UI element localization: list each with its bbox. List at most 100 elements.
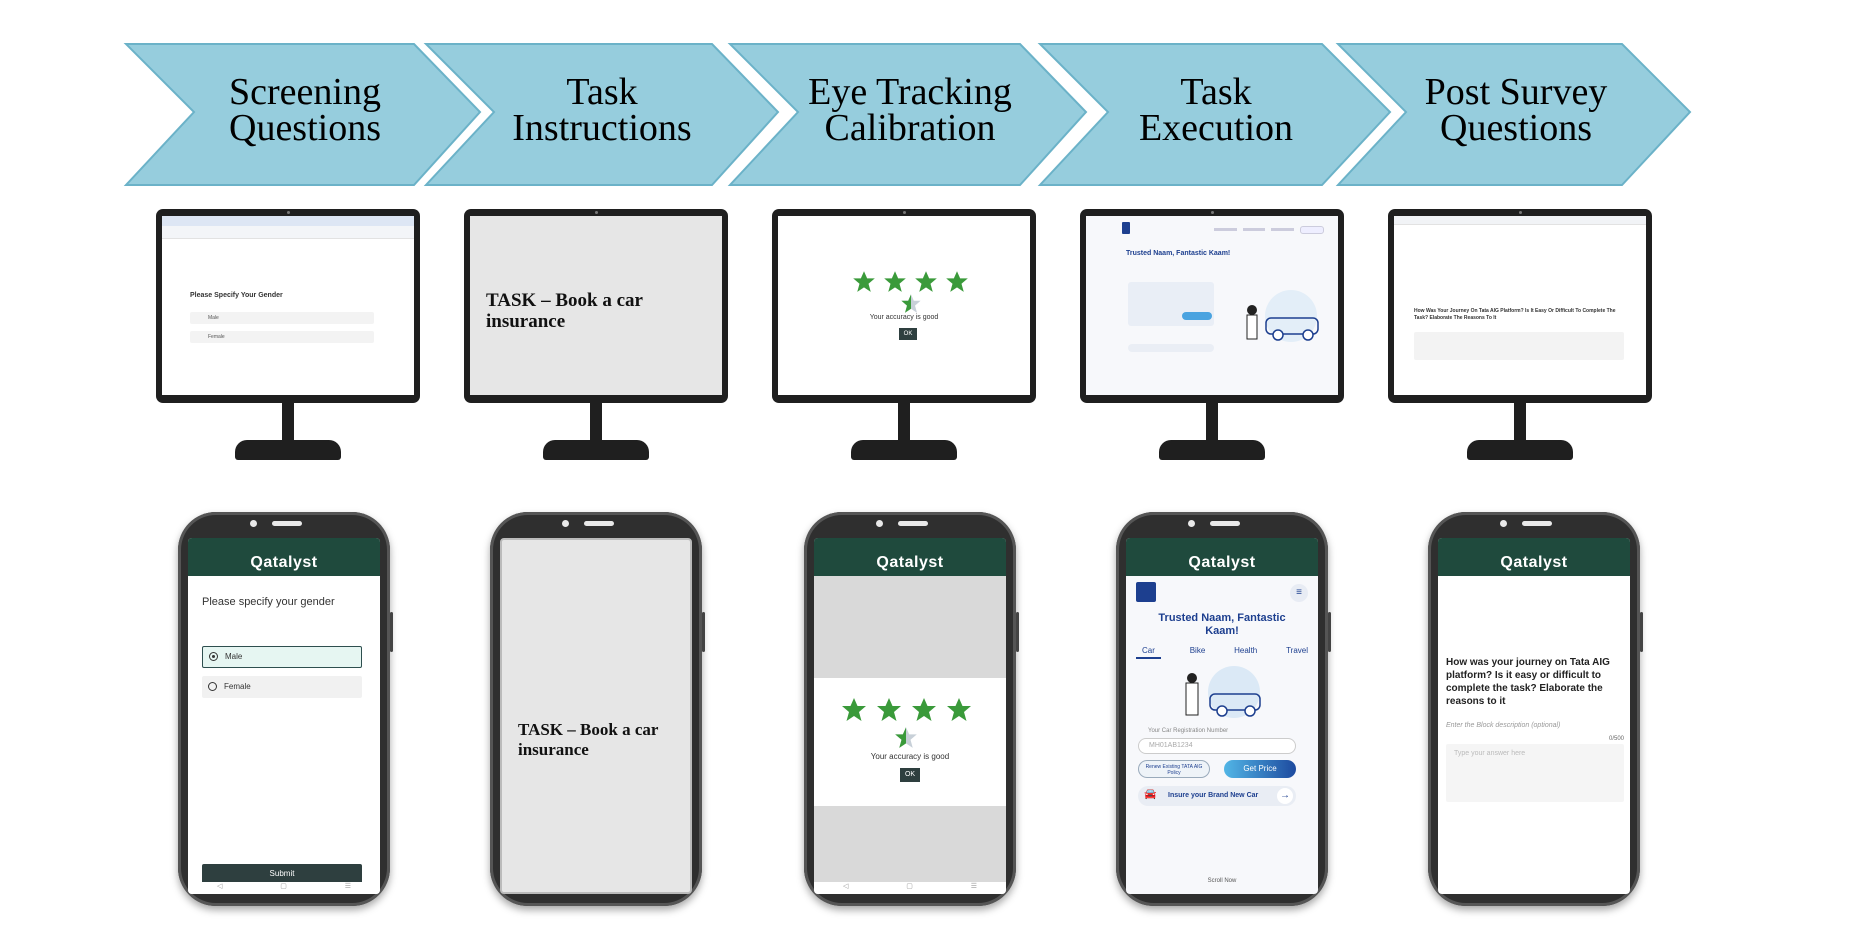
radio-empty-icon <box>208 682 217 691</box>
desktop-brand-new-bar[interactable] <box>1128 344 1214 352</box>
speaker-slot <box>1210 521 1240 526</box>
desktop-get-price[interactable] <box>1182 312 1212 320</box>
answer-textarea[interactable]: Type your answer here <box>1446 744 1624 802</box>
monitor-neck <box>1514 403 1526 441</box>
star-icon <box>853 271 875 292</box>
ok-button[interactable]: OK <box>899 328 917 340</box>
browser-addressbar <box>1394 216 1646 225</box>
scroll-hint: Scroll Now <box>1207 878 1237 884</box>
camera-dot <box>250 520 257 527</box>
rating-stars <box>842 698 971 748</box>
radio-selected-icon <box>209 652 218 661</box>
desktop-option-male[interactable]: Male <box>190 312 374 324</box>
star-icon <box>946 271 968 292</box>
hamburger-menu-icon[interactable]: ≡ <box>1290 584 1308 602</box>
mobile-question: Please specify your gender <box>202 596 335 608</box>
desktop-question: Please Specify Your Gender <box>190 292 283 299</box>
menu-icon[interactable]: ☰ <box>344 883 352 890</box>
qatalyst-logo: Qatalyst <box>1188 554 1256 571</box>
monitor-screen: Trusted Naam, Fantastic Kaam! <box>1086 216 1338 395</box>
car-outline-icon: 🚘 <box>1144 789 1157 800</box>
tab-travel[interactable]: Travel <box>1286 646 1308 655</box>
desktop-option-female[interactable]: Female <box>190 331 374 343</box>
monitor-execution: Trusted Naam, Fantastic Kaam! <box>1080 209 1344 403</box>
phone-screen: Qatalyst How was your journey on Tata AI… <box>1438 538 1630 894</box>
site-logo <box>1122 222 1130 234</box>
phone-instructions: TASK – Book a car insurance <box>490 512 705 906</box>
reg-input[interactable]: MH01AB1234 <box>1138 738 1296 754</box>
reg-value: MH01AB1234 <box>1149 742 1193 749</box>
monitor-neck <box>898 403 910 441</box>
accuracy-message: Your accuracy is good <box>869 314 939 321</box>
star-icon <box>884 271 906 292</box>
phone-screen: Qatalyst Please specify your gender Male… <box>188 538 380 894</box>
renew-button[interactable]: Renew Existing TATA AIG Policy <box>1138 760 1210 778</box>
monitor-screen: TASK – Book a car insurance <box>470 216 722 395</box>
desktop-survey-question: How Was Your Journey On Tata AIG Platfor… <box>1414 308 1616 321</box>
monitor-screen: Please Specify Your Gender Male Female <box>162 216 414 395</box>
car-illustration-icon <box>1185 666 1261 718</box>
monitor-foot <box>543 440 649 460</box>
camera-dot <box>1500 520 1507 527</box>
desktop-headline: Trusted Naam, Fantastic Kaam! <box>1126 250 1231 257</box>
mobile-option-male[interactable]: Male <box>202 646 362 668</box>
webcam-dot <box>595 211 598 214</box>
android-nav-bar: ◁ ▢ ☰ <box>814 882 1006 894</box>
camera-dot <box>876 520 883 527</box>
brand-new-bar[interactable]: 🚘 Insure your Brand New Car → <box>1138 786 1296 806</box>
app-header: Qatalyst <box>1126 538 1318 576</box>
speaker-slot <box>272 521 302 526</box>
side-button <box>1328 612 1331 652</box>
tab-health[interactable]: Health <box>1234 646 1258 655</box>
tab-bike[interactable]: Bike <box>1189 646 1206 655</box>
star-icon <box>877 698 901 721</box>
browser-tabbar <box>162 216 414 226</box>
webcam-dot <box>1211 211 1214 214</box>
app-header: Qatalyst <box>814 538 1006 576</box>
star-icon <box>912 698 936 721</box>
desktop-answer-box[interactable] <box>1414 332 1624 360</box>
monitor-foot <box>851 440 957 460</box>
phone-calibration: Qatalyst Your accuracy is good OK ◁▢☰ <box>804 512 1019 906</box>
rating-stars <box>853 271 968 313</box>
chevron-3-shape <box>727 43 1088 186</box>
mobile-option-female[interactable]: Female <box>202 676 362 698</box>
back-icon[interactable]: ◁ <box>216 883 223 890</box>
star-icon <box>842 698 866 721</box>
tab-car[interactable]: Car <box>1136 646 1161 659</box>
monitor-neck <box>282 403 294 441</box>
monitor-post-survey: How Was Your Journey On Tata AIG Platfor… <box>1388 209 1652 403</box>
chevron-5-shape <box>1335 43 1692 186</box>
star-icon <box>947 698 971 721</box>
mobile-task-text: TASK – Book a car insurance <box>518 720 659 759</box>
car-illustration-icon <box>1246 290 1319 342</box>
ok-button[interactable]: OK <box>900 768 920 782</box>
get-price-button[interactable]: Get Price <box>1224 760 1296 778</box>
back-icon[interactable]: ◁ <box>842 883 849 890</box>
mobile-headline: Trusted Naam, Fantastic Kaam! <box>1158 612 1286 637</box>
qatalyst-logo: Qatalyst <box>876 554 944 571</box>
home-icon[interactable]: ▢ <box>280 883 287 890</box>
home-icon[interactable]: ▢ <box>906 883 913 890</box>
phone-screen: Qatalyst Your accuracy is good OK ◁▢☰ <box>814 538 1006 894</box>
phone-screening: Qatalyst Please specify your gender Male… <box>178 512 393 906</box>
menu-icon[interactable]: ☰ <box>970 883 978 890</box>
monitor-instructions: TASK – Book a car insurance <box>464 209 728 403</box>
desktop-task-text: TASK – Book a car insurance <box>486 290 643 332</box>
tata-aig-logo <box>1136 582 1156 602</box>
monitor-foot <box>1159 440 1265 460</box>
app-header: Qatalyst <box>1438 538 1630 576</box>
submit-button[interactable]: Submit <box>202 864 362 884</box>
android-nav-bar: ◁ ▢ ☰ <box>188 882 380 894</box>
answer-placeholder: Type your answer here <box>1454 750 1526 757</box>
mobile-survey-question: How was your journey on Tata AIG platfor… <box>1446 657 1610 707</box>
star-icon <box>915 271 937 292</box>
monitor-calibration: Your accuracy is good OK <box>772 209 1036 403</box>
arrow-right-icon[interactable]: → <box>1277 788 1293 804</box>
phone-execution: Qatalyst ≡ Trusted Naam, Fantastic Kaam!… <box>1116 512 1331 906</box>
webcam-dot <box>287 211 290 214</box>
qatalyst-logo: Qatalyst <box>250 554 318 571</box>
option-label: Female <box>208 334 225 340</box>
browser-addressbar <box>162 226 414 239</box>
